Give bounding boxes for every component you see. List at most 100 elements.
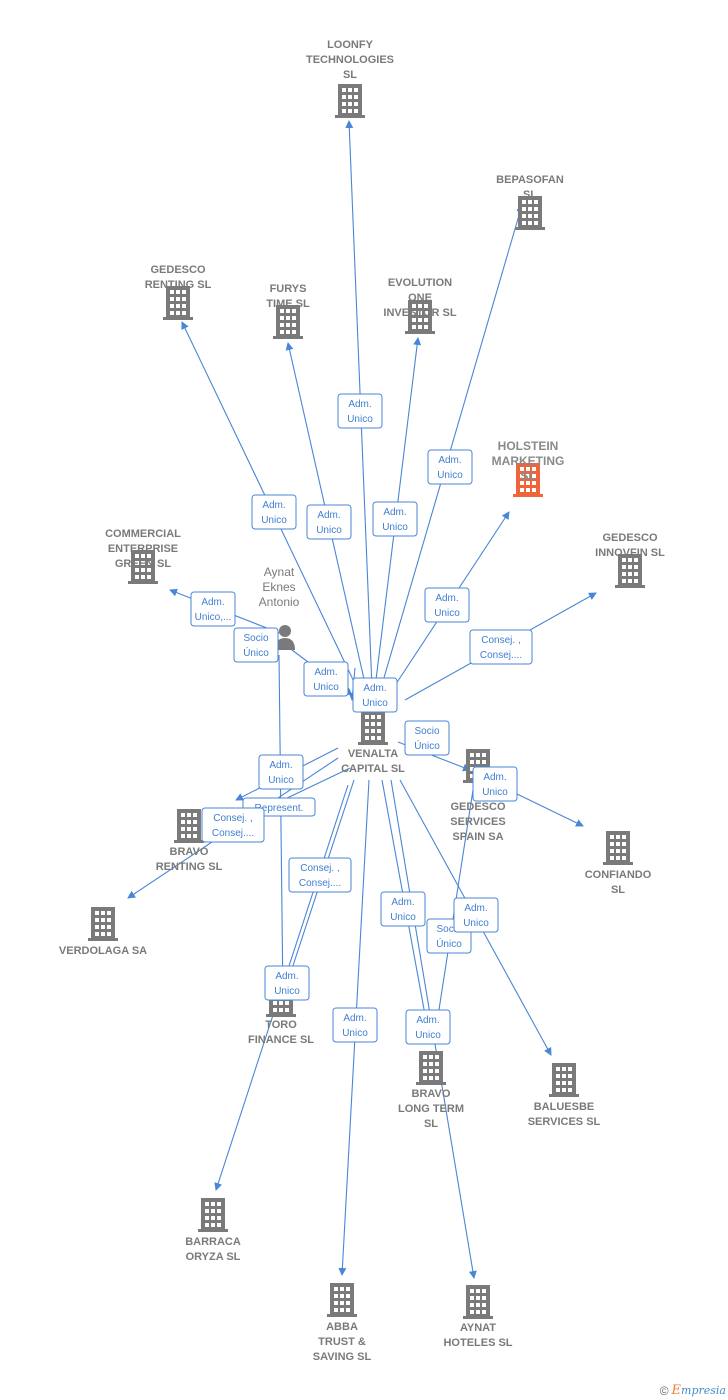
edge-label-holstein[interactable]: Adm.Unico xyxy=(424,587,470,623)
company-label-gedesco_services[interactable]: SERVICES xyxy=(450,816,505,828)
person-label[interactable]: Antonio xyxy=(259,595,300,609)
company-building-icon[interactable] xyxy=(515,196,545,230)
company-label-bravo_renting[interactable]: BRAVO xyxy=(170,846,209,858)
company-building-icon[interactable] xyxy=(335,84,365,118)
edge-label-confiando[interactable]: Adm.Unico xyxy=(472,766,518,802)
company-label-bravo_long[interactable]: BRAVO xyxy=(412,1088,451,1100)
empresia-logo[interactable]: Empresia xyxy=(672,1383,726,1398)
edge-label-barraca[interactable]: Adm.Unico xyxy=(264,965,310,1001)
company-label-bravo_long[interactable]: SL xyxy=(424,1118,438,1130)
center-company-label[interactable]: CAPITAL SL xyxy=(341,763,405,775)
edge-label-box[interactable] xyxy=(264,965,310,1001)
edge-label-box[interactable] xyxy=(424,587,470,623)
company-label-aynat_hoteles[interactable]: HOTELES SL xyxy=(443,1337,512,1349)
company-label-toro[interactable]: FINANCE SL xyxy=(248,1034,314,1046)
edge-label-abba[interactable]: Adm.Unico xyxy=(332,1007,378,1043)
company-label-toro[interactable]: TORO xyxy=(265,1019,297,1031)
edge-label-box[interactable] xyxy=(190,591,236,627)
company-building-icon[interactable] xyxy=(327,1283,357,1317)
company-label-bepasofan[interactable]: SL xyxy=(523,189,537,201)
edge-label-evolution[interactable]: Adm.Unico xyxy=(372,501,418,537)
edge-label-aynat_hoteles[interactable]: Adm.Unico xyxy=(405,1009,451,1045)
center-company-label[interactable]: VENALTA xyxy=(348,748,398,760)
company-building-icon[interactable] xyxy=(163,286,193,320)
edge-label-loonfy[interactable]: Adm.Unico xyxy=(337,393,383,429)
edge-label-box[interactable] xyxy=(332,1007,378,1043)
edge-label-box[interactable] xyxy=(380,891,426,927)
company-label-gedesco_innovfin[interactable]: INNOVFIN SL xyxy=(595,547,665,559)
company-label-furys[interactable]: FURYS xyxy=(270,283,307,295)
edge-label-venalta[interactable]: Adm.Unico xyxy=(303,661,349,697)
edge-label-gedesco_renting[interactable]: Adm.Unico xyxy=(251,494,297,530)
edge-label-bepasofan[interactable]: Adm.Unico xyxy=(427,449,473,485)
company-label-evolution[interactable]: EVOLUTION xyxy=(388,277,452,289)
company-label-loonfy[interactable]: SL xyxy=(343,69,357,81)
company-label-abba[interactable]: TRUST & xyxy=(318,1336,366,1348)
edge-label-box[interactable] xyxy=(258,754,304,790)
company-label-loonfy[interactable]: LOONFY xyxy=(327,39,373,51)
company-building-icon[interactable] xyxy=(463,1285,493,1319)
company-label-gedesco_services[interactable]: GEDESCO xyxy=(450,801,505,813)
person-label[interactable]: Aynat xyxy=(264,565,295,579)
person-label[interactable]: Eknes xyxy=(262,580,295,594)
company-label-baluesbe[interactable]: BALUESBE xyxy=(534,1101,595,1113)
company-label-holstein[interactable]: MARKETING xyxy=(492,454,565,468)
edge-label-verdolaga_b[interactable]: Consej. ,Consej.... xyxy=(201,807,265,843)
company-building-icon[interactable] xyxy=(416,1051,446,1085)
company-label-aynat_hoteles[interactable]: AYNAT xyxy=(460,1322,496,1334)
edge-label-toro[interactable]: Consej. ,Consej.... xyxy=(288,857,352,893)
edge-label-box[interactable] xyxy=(352,677,398,713)
company-building-icon[interactable] xyxy=(603,831,633,865)
company-label-evolution[interactable]: INVESTOR SL xyxy=(383,307,456,319)
edge-label-box[interactable] xyxy=(427,449,473,485)
company-building-icon[interactable] xyxy=(549,1063,579,1097)
edge-label-furys[interactable]: Adm.Unico xyxy=(306,504,352,540)
company-label-verdolaga[interactable]: VERDOLAGA SA xyxy=(59,945,147,957)
edge-label-box[interactable] xyxy=(201,807,265,843)
company-label-furys[interactable]: TIME SL xyxy=(266,298,310,310)
edge-label-box[interactable] xyxy=(372,501,418,537)
company-label-gedesco_renting[interactable]: GEDESCO xyxy=(150,264,205,276)
company-building-icon[interactable] xyxy=(198,1198,228,1232)
company-building-icon[interactable] xyxy=(88,907,118,941)
company-label-gedesco_innovfin[interactable]: GEDESCO xyxy=(602,532,657,544)
company-label-gedesco_services[interactable]: SPAIN SA xyxy=(452,831,503,843)
edge-label-box[interactable] xyxy=(472,766,518,802)
edge-label-box[interactable] xyxy=(469,629,533,665)
company-label-bravo_renting[interactable]: RENTING SL xyxy=(156,861,223,873)
company-label-barraca[interactable]: BARRACA xyxy=(185,1236,241,1248)
company-label-holstein[interactable]: HOLSTEIN xyxy=(498,439,559,453)
company-building-icon[interactable] xyxy=(174,809,204,843)
edge-label-box[interactable] xyxy=(306,504,352,540)
company-label-gedesco_renting[interactable]: RENTING SL xyxy=(145,279,212,291)
edge-label-box[interactable] xyxy=(453,897,499,933)
person-icon[interactable] xyxy=(275,625,295,650)
company-label-loonfy[interactable]: TECHNOLOGIES xyxy=(306,54,394,66)
edge-label-box[interactable] xyxy=(251,494,297,530)
company-label-holstein[interactable]: SL xyxy=(520,469,535,483)
company-label-commercial[interactable]: GREEN SL xyxy=(115,558,172,570)
edge-label-box[interactable] xyxy=(303,661,349,697)
edge-label-person_center[interactable]: Adm.Unico xyxy=(352,677,398,713)
company-building-icon[interactable] xyxy=(615,554,645,588)
edge-label-box[interactable] xyxy=(404,720,450,756)
company-label-barraca[interactable]: ORYZA SL xyxy=(186,1251,241,1263)
edge-label-box[interactable] xyxy=(337,393,383,429)
company-label-abba[interactable]: SAVING SL xyxy=(313,1351,372,1363)
company-label-bepasofan[interactable]: BEPASOFAN xyxy=(496,174,564,186)
edge-label-box[interactable] xyxy=(288,857,352,893)
edge-label-gedesco_innovfin[interactable]: Consej. ,Consej.... xyxy=(469,629,533,665)
company-label-confiando[interactable]: CONFIANDO xyxy=(585,869,652,881)
company-label-abba[interactable]: ABBA xyxy=(326,1321,358,1333)
edge-label-commercial[interactable]: Adm.Unico,... xyxy=(190,591,236,627)
edge-label-box[interactable] xyxy=(233,627,279,663)
company-label-bravo_long[interactable]: LONG TERM xyxy=(398,1103,464,1115)
edge-label-baluesbe[interactable]: Adm.Unico xyxy=(453,897,499,933)
edge-label-box[interactable] xyxy=(405,1009,451,1045)
company-label-commercial[interactable]: ENTERPRISE xyxy=(108,543,178,555)
center-company-building-icon[interactable] xyxy=(358,711,388,745)
company-label-commercial[interactable]: COMMERCIAL xyxy=(105,528,181,540)
edge-label-bravo_long[interactable]: Adm.Unico xyxy=(380,891,426,927)
company-label-baluesbe[interactable]: SERVICES SL xyxy=(528,1116,601,1128)
